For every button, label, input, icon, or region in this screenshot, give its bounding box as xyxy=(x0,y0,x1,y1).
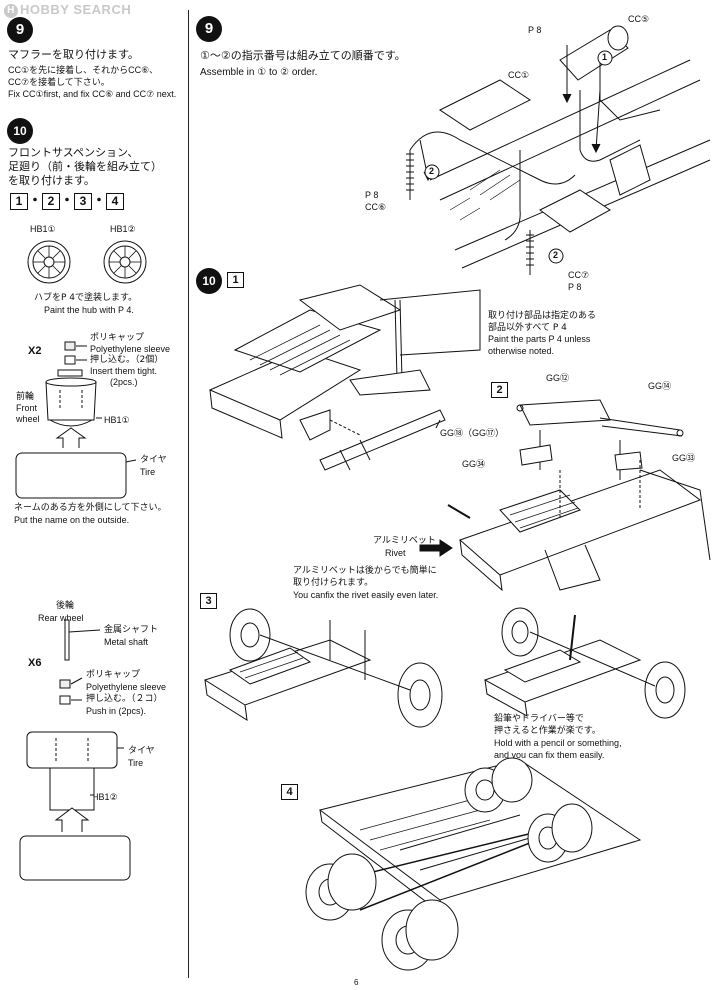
hold-note-en-1: Hold with a pencil or something, xyxy=(494,738,622,748)
label-gg33: GG㉝ xyxy=(672,453,696,463)
hub-paint-jp: ハブをP 4で塗装します。 xyxy=(34,293,138,303)
label-cc5: CC⑤ xyxy=(628,14,650,24)
rivet-note-jp-2: 取り付けられます。 xyxy=(293,578,374,588)
front-qty: X2 xyxy=(28,345,42,357)
rear-push-en: Push in (2pcs). xyxy=(86,706,147,716)
step-10-badge: 10 xyxy=(7,118,33,144)
hub-label-2: HB1② xyxy=(110,224,136,234)
front-wheel-en-1: Front xyxy=(16,403,38,413)
hub-label-1: HB1① xyxy=(30,224,56,234)
order-marker-2b: 2 xyxy=(553,250,559,260)
hold-note-jp-1: 鉛筆やドライバー等で xyxy=(494,714,584,724)
label-cc7: CC⑦ xyxy=(568,270,590,280)
label-gg34: GG㉞ xyxy=(462,459,486,469)
front-poly-jp: ポリキャップ xyxy=(90,333,145,343)
front-push-en-2: (2pcs.) xyxy=(110,377,138,387)
label-p8-c: P 8 xyxy=(568,282,582,292)
front-name-jp: ネームのある方を外側にして下さい。 xyxy=(14,503,167,513)
rivet-note-en: You canfix the rivet easily even later. xyxy=(293,590,439,600)
sub-step-2-box: 2 xyxy=(491,382,508,398)
label-p8-a: P 8 xyxy=(528,25,542,35)
page-number: 6 xyxy=(354,978,359,987)
front-wheel-drawing xyxy=(15,341,137,499)
step-10-title-3: を取り付けます。 xyxy=(8,174,95,187)
sub-step-4-box: 4 xyxy=(281,784,298,800)
rear-hb-label: HB1② xyxy=(92,792,118,802)
order-marker-2a: 2 xyxy=(429,166,435,176)
label-cc1: CC① xyxy=(508,70,530,80)
paint-note-en-1: Paint the parts P 4 unless xyxy=(488,334,591,344)
rear-push-jp: 押し込む。（２コ） xyxy=(86,694,163,704)
order-marker-1: 1 xyxy=(602,52,608,62)
right-step-10-badge: 10 xyxy=(196,268,222,294)
rivet-label-jp: アルミリベット xyxy=(373,536,436,546)
paint-note-jp-2: 部品以外すべて P 4 xyxy=(488,323,567,333)
paint-note-jp-1: 取り付け部品は指定のある xyxy=(488,311,597,321)
front-wheel-en-2: wheel xyxy=(16,414,40,424)
step-10-title-2: 足廻り（前・後輪を組み立て） xyxy=(8,160,162,173)
rear-tire-en: Tire xyxy=(128,758,144,768)
rivet-note-jp-1: アルミリベットは後からでも簡単に xyxy=(293,566,437,576)
label-cc6: CC⑥ xyxy=(365,202,387,212)
front-name-en: Put the name on the outside. xyxy=(14,515,130,525)
hub-paint-en: Paint the hub with P 4. xyxy=(44,305,134,315)
sub-step-1-box: 1 xyxy=(227,272,244,288)
shaft-jp: 金属シャフト xyxy=(104,625,159,635)
label-p8-b: P 8 xyxy=(365,190,379,200)
step-9-jp-note: CC①を先に接着し、それからCC⑥、CC⑦を接着して下さい。 xyxy=(8,65,159,87)
rear-wheel-jp: 後輪 xyxy=(56,601,75,611)
label-gg12: GG⑫ xyxy=(546,373,570,383)
rivet-label-en: Rivet xyxy=(385,548,406,558)
rear-poly-jp: ポリキャップ xyxy=(86,670,141,680)
step-9-badge: 9 xyxy=(7,17,33,43)
shaft-en: Metal shaft xyxy=(104,637,149,647)
sub-step-3-box: 3 xyxy=(200,593,217,609)
front-tire-en: Tire xyxy=(140,467,156,477)
sub-step-list: 1・2・3・4 xyxy=(10,190,124,210)
front-push-jp: 押し込む。（2個） xyxy=(90,355,164,365)
front-push-en: Insert them tight. xyxy=(90,366,158,376)
front-tire-jp: タイヤ xyxy=(140,455,167,465)
rear-wheel-drawing xyxy=(19,619,131,881)
step-9-title: マフラーを取り付けます。 xyxy=(8,48,139,61)
rear-wheel-en: Rear wheel xyxy=(38,613,84,623)
right-step-9-badge: 9 xyxy=(196,16,222,42)
paint-note-en-2: otherwise noted. xyxy=(488,346,555,356)
rear-poly-en: Polyethylene sleeve xyxy=(86,682,167,692)
hub-drawings xyxy=(27,240,147,284)
hold-note-jp-2: 押さえると作業が楽です。 xyxy=(494,726,601,736)
step-9-en-note: Fix CC①first, and fix CC⑥ and CC⑦ next. xyxy=(8,89,177,99)
column-divider xyxy=(188,10,189,978)
order-note-en: Assemble in ① to ② order. xyxy=(200,67,318,78)
front-poly-en: Polyethylene sleeve xyxy=(90,344,171,354)
hold-note-en-2: and you can fix them easily. xyxy=(494,750,605,760)
label-gg14: GG⑭ xyxy=(648,381,672,391)
label-gg18: GG⑱（GG⑰） xyxy=(440,428,505,438)
rear-qty: X6 xyxy=(28,657,42,669)
front-hb-label: HB1① xyxy=(104,415,130,425)
front-wheel-jp: 前輪 xyxy=(16,392,35,402)
rear-tire-jp: タイヤ xyxy=(128,746,155,756)
order-note-jp: ①～②の指示番号は組み立ての順番です。 xyxy=(200,49,406,62)
step-10-title-1: フロントサスペンション、 xyxy=(8,146,139,159)
